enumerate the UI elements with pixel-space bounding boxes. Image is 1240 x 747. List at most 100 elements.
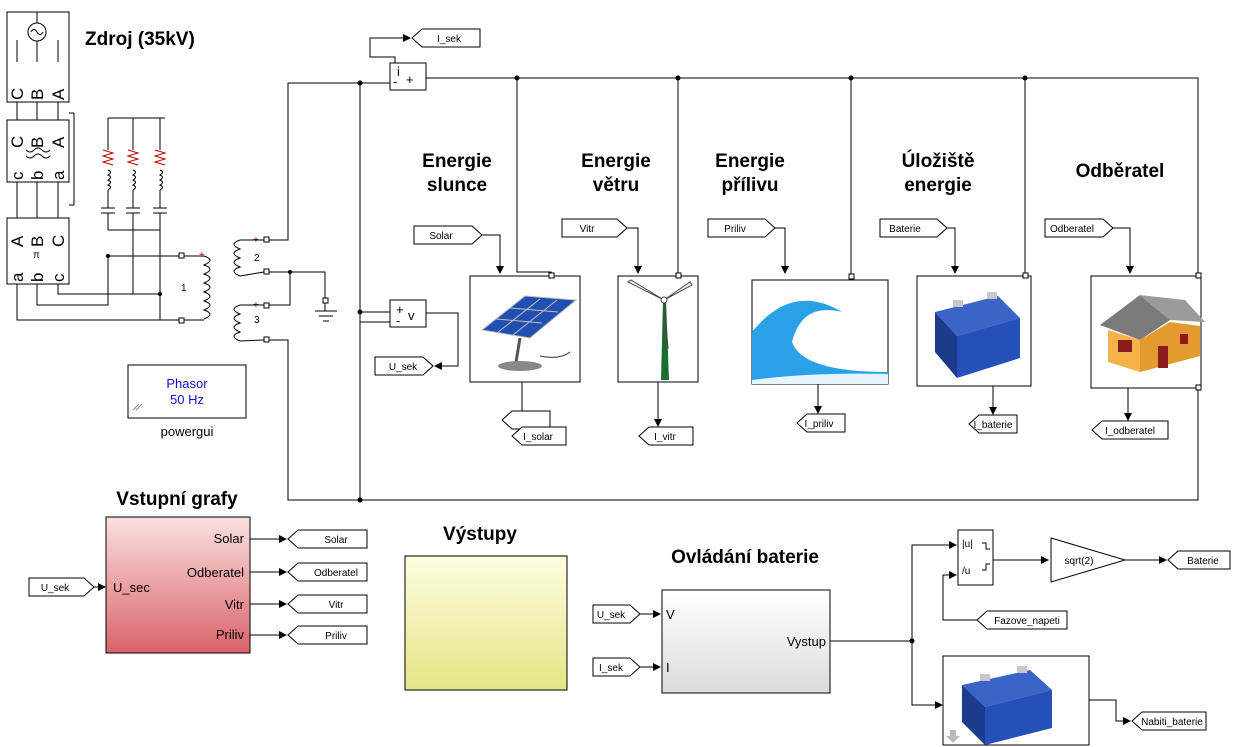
tr-port-a-upper: A: [49, 136, 68, 148]
consumer-subsystem-block[interactable]: [1090, 272, 1205, 421]
title-storage-2: energie: [904, 175, 972, 196]
line-port-b-upper: B: [28, 236, 47, 247]
title-tide-2: přílivu: [721, 175, 778, 196]
down-arrow-icon: [946, 730, 960, 743]
title-input-graphs: Vstupní grafy: [116, 489, 238, 510]
goto-solar-label: Solar: [324, 535, 348, 546]
input-graphs-subsystem[interactable]: U_sec Solar Odberatel Vitr Priliv: [105, 516, 251, 654]
three-phase-source-block[interactable]: C B A: [6, 11, 70, 103]
goto-i-baterie-label: I_baterie: [974, 420, 1013, 431]
tide-subsystem-block[interactable]: [751, 273, 889, 414]
voltage-measurement-plus: +: [396, 302, 404, 317]
from-priliv[interactable]: Priliv: [707, 218, 789, 274]
goto-i-baterie[interactable]: I_baterie: [968, 414, 1018, 434]
voltage-measurement-block[interactable]: + - v: [389, 299, 459, 370]
from-priliv-label: Priliv: [724, 224, 746, 235]
goto-nabiti-baterie[interactable]: Nabiti_baterie: [1131, 711, 1207, 731]
three-winding-transformer[interactable]: 1 + + + 2 3: [178, 235, 270, 343]
input-graphs-out3: Vitr: [225, 597, 245, 612]
from-solar-label: Solar: [429, 231, 453, 242]
from-baterie[interactable]: Baterie: [879, 218, 959, 274]
powergui-line1: Phasor: [166, 376, 208, 391]
powergui-line2: 50 Hz: [170, 392, 204, 407]
battery-charge-subsystem[interactable]: [942, 655, 1131, 746]
line-port-a-lower: a: [8, 272, 27, 282]
from-i-sek-control[interactable]: I_sek: [592, 657, 661, 677]
goto-i-solar[interactable]: I_solar: [501, 410, 567, 446]
title-tide-1: Energie: [715, 151, 785, 172]
from-fazove-napeti[interactable]: Fazove_napeti: [942, 571, 1068, 630]
title-wind-1: Energie: [581, 151, 651, 172]
winding-1-polarity: +: [199, 250, 205, 261]
source-port-b: B: [28, 89, 47, 100]
goto-u-sek-label: U_sek: [389, 362, 418, 373]
from-u-sek-graphs-label: U_sek: [41, 583, 70, 594]
graphs-output-wires: [250, 535, 287, 639]
from-vitr-label: Vitr: [580, 224, 595, 235]
title-consumer: Odběratel: [1076, 161, 1165, 182]
step-down-transformer-block[interactable]: C B A c b a: [6, 119, 70, 183]
gain-sqrt2-block[interactable]: sqrt(2): [1050, 537, 1167, 583]
solar-subsystem-block[interactable]: [469, 272, 581, 424]
winding-3-label: 3: [254, 315, 260, 326]
battery-charge-icon: [962, 666, 1052, 745]
from-solar[interactable]: Solar: [413, 225, 504, 274]
goto-nabiti-baterie-label: Nabiti_baterie: [1141, 717, 1203, 728]
voltage-measurement-v: v: [408, 308, 415, 323]
link-icon: [132, 403, 143, 411]
goto-i-priliv[interactable]: I_priliv: [796, 413, 846, 433]
current-measurement-block[interactable]: i + -: [369, 34, 427, 91]
complex-angle-label: /u: [962, 566, 970, 577]
title-solar-1: Energie: [422, 151, 492, 172]
battery-control-in-i: I: [666, 660, 670, 675]
from-u-sek-control-label: U_sek: [597, 610, 626, 621]
complex-abs-label: |u|: [962, 539, 973, 550]
wind-turbine-icon: [627, 279, 693, 380]
goto-vitr-label: Vitr: [329, 600, 344, 611]
from-baterie-label: Baterie: [889, 224, 921, 235]
from-fazove-napeti-label: Fazove_napeti: [994, 616, 1060, 627]
goto-i-sek-label: I_sek: [437, 34, 462, 45]
goto-i-priliv-label: I_priliv: [805, 419, 834, 430]
battery-control-subsystem[interactable]: V I Vystup: [661, 589, 831, 694]
from-u-sek-control[interactable]: U_sek: [592, 604, 661, 624]
input-graphs-out1: Solar: [214, 531, 245, 546]
goto-i-odberatel-label: I_odberatel: [1105, 426, 1155, 437]
goto-u-sek[interactable]: U_sek: [374, 356, 434, 376]
goto-baterie-label: Baterie: [1187, 556, 1219, 567]
goto-i-sek[interactable]: I_sek: [411, 28, 481, 48]
goto-i-solar-label: I_solar: [523, 432, 554, 443]
source-port-c: C: [8, 88, 27, 100]
from-vitr[interactable]: Vitr: [561, 218, 642, 274]
from-odberatel-label: Odberatel: [1050, 224, 1094, 235]
input-graphs-in-label: U_sec: [113, 580, 150, 595]
goto-baterie[interactable]: Baterie: [1167, 550, 1231, 570]
outputs-subsystem[interactable]: [404, 555, 568, 691]
house-icon: [1100, 295, 1205, 372]
goto-odberatel[interactable]: Odberatel: [287, 562, 368, 582]
battery-control-in-v: V: [666, 607, 675, 622]
winding-2-label: 2: [254, 253, 260, 264]
powergui-block[interactable]: Phasor 50 Hz powergui: [127, 364, 247, 439]
title-wind-2: větru: [593, 175, 639, 196]
goto-i-vitr-label: I_vitr: [654, 432, 676, 443]
goto-i-vitr[interactable]: I_vitr: [638, 426, 694, 446]
battery-control-out: Vystup: [787, 634, 826, 649]
input-graphs-out2: Odberatel: [187, 565, 244, 580]
battery-icon: [935, 292, 1020, 378]
input-graphs-out4: Priliv: [216, 627, 245, 642]
pi-line-block[interactable]: A B C π a b c: [6, 217, 70, 285]
current-measurement-minus: -: [393, 74, 397, 89]
goto-priliv[interactable]: Priliv: [287, 625, 368, 645]
rlc-load-branches[interactable]: [101, 117, 167, 320]
control-output-wires: [830, 541, 957, 709]
wind-subsystem-block[interactable]: [617, 272, 699, 427]
goto-i-odberatel[interactable]: I_odberatel: [1091, 420, 1169, 440]
goto-vitr[interactable]: Vitr: [287, 594, 368, 614]
complex-to-magnitude-angle-block[interactable]: |u| /u: [957, 529, 1049, 586]
battery-subsystem-block[interactable]: [916, 272, 1032, 415]
from-odberatel[interactable]: Odberatel: [1044, 218, 1134, 274]
from-u-sek-graphs[interactable]: U_sek: [28, 577, 106, 597]
goto-solar[interactable]: Solar: [287, 529, 368, 549]
source-port-a: A: [49, 88, 68, 100]
